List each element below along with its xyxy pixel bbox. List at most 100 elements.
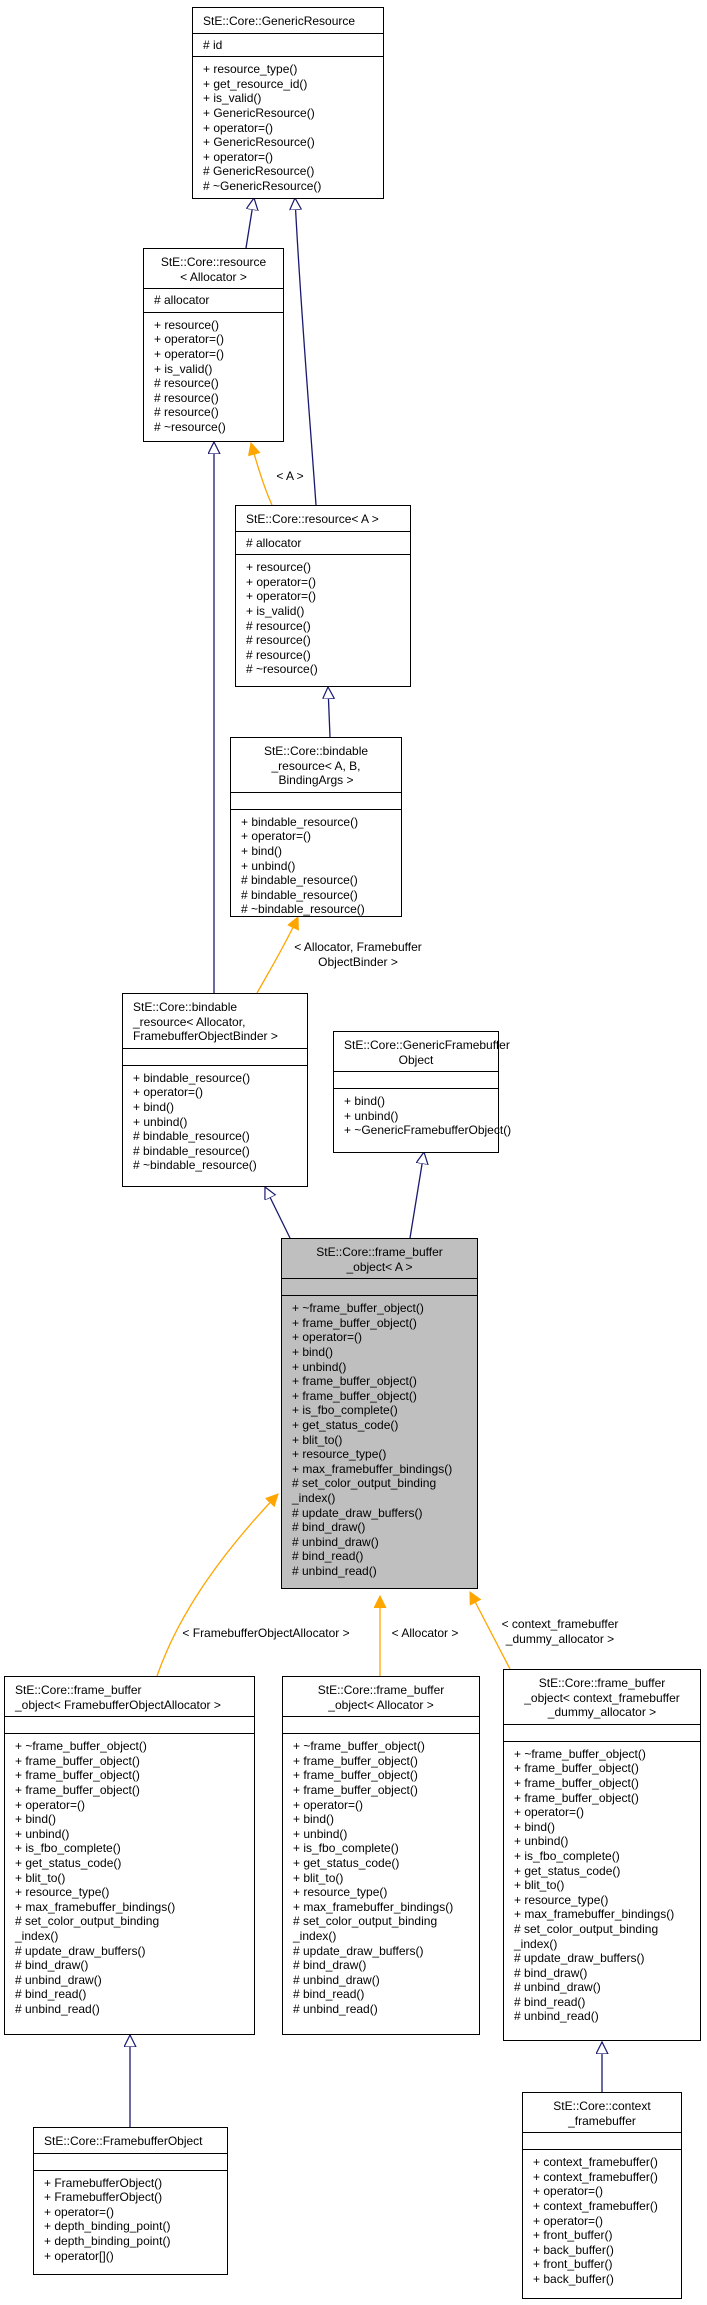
- class-operation[interactable]: # unbind_draw(): [15, 1972, 102, 1987]
- class-operation[interactable]: + operator=(): [133, 1085, 204, 1100]
- class-operation[interactable]: + resource(): [246, 560, 312, 575]
- class-operation[interactable]: + blit_to(): [15, 1870, 66, 1885]
- class-operation[interactable]: + resource_type(): [292, 1447, 387, 1462]
- class-operation[interactable]: # set_color_output_binding _index(): [293, 1914, 438, 1943]
- class-operation[interactable]: + ~frame_buffer_object(): [292, 1301, 424, 1316]
- class-operation[interactable]: + operator=(): [293, 1797, 364, 1812]
- class-operation[interactable]: + bind(): [292, 1344, 334, 1359]
- class-operation[interactable]: + unbind(): [15, 1826, 70, 1841]
- class-operation[interactable]: + resource_type(): [514, 1892, 609, 1907]
- class-operation[interactable]: + unbind(): [293, 1826, 348, 1841]
- class-operation[interactable]: + bind(): [293, 1812, 335, 1827]
- class-operation[interactable]: + operator=(): [154, 332, 225, 347]
- class-operation[interactable]: + FramebufferObject(): [44, 2190, 163, 2205]
- class-operation[interactable]: # bindable_resource(): [241, 887, 358, 902]
- class-operation[interactable]: + operator=(): [514, 1805, 585, 1820]
- class-operation[interactable]: # resource(): [154, 376, 219, 391]
- class-attribute[interactable]: # allocator: [154, 293, 210, 308]
- class-generic-framebuffer-object[interactable]: StE::Core::GenericFramebuffer Object + b…: [333, 1031, 511, 1153]
- class-bindable-resource-allocator[interactable]: StE::Core::bindable _resource< Allocator…: [122, 993, 308, 1187]
- class-operation[interactable]: # set_color_output_binding _index(): [15, 1914, 160, 1943]
- class-operation[interactable]: # unbind_read(): [292, 1563, 377, 1578]
- class-operation[interactable]: # bind_draw(): [15, 1958, 89, 1973]
- class-operation[interactable]: # update_draw_buffers(): [514, 1951, 645, 1966]
- class-operation[interactable]: + frame_buffer_object(): [514, 1790, 639, 1805]
- class-operation[interactable]: + resource_type(): [293, 1885, 388, 1900]
- class-operation[interactable]: # resource(): [246, 633, 311, 648]
- class-operation[interactable]: # bind_read(): [292, 1549, 364, 1564]
- class-operation[interactable]: + operator=(): [241, 829, 312, 844]
- class-operation[interactable]: + unbind(): [133, 1114, 188, 1129]
- class-operation[interactable]: + frame_buffer_object(): [293, 1753, 418, 1768]
- class-operation[interactable]: + resource_type(): [15, 1885, 110, 1900]
- class-operation[interactable]: + frame_buffer_object(): [15, 1782, 140, 1797]
- class-operation[interactable]: + resource_type(): [203, 62, 298, 77]
- class-operation[interactable]: + is_fbo_complete(): [293, 1841, 399, 1856]
- class-operation[interactable]: + blit_to(): [514, 1878, 565, 1893]
- class-operation[interactable]: + blit_to(): [292, 1432, 343, 1447]
- class-operation[interactable]: + context_framebuffer(): [533, 2155, 658, 2170]
- class-operation[interactable]: # ~GenericResource(): [203, 178, 322, 193]
- class-operation[interactable]: + bind(): [133, 1099, 175, 1114]
- class-operation[interactable]: + is_fbo_complete(): [15, 1841, 121, 1856]
- class-operation[interactable]: + FramebufferObject(): [44, 2175, 163, 2190]
- class-operation[interactable]: + frame_buffer_object(): [293, 1768, 418, 1783]
- class-operation[interactable]: + frame_buffer_object(): [293, 1782, 418, 1797]
- class-operation[interactable]: + operator[](): [44, 2248, 114, 2263]
- class-operation[interactable]: # bindable_resource(): [133, 1129, 250, 1144]
- class-operation[interactable]: # bind_read(): [293, 1987, 365, 2002]
- class-operation[interactable]: # unbind_draw(): [292, 1534, 379, 1549]
- class-operation[interactable]: + bind(): [241, 843, 283, 858]
- class-frame-buffer-object-allocator[interactable]: StE::Core::frame_buffer _object< Allocat…: [282, 1676, 480, 2035]
- class-operation[interactable]: # update_draw_buffers(): [15, 1943, 146, 1958]
- class-operation[interactable]: # set_color_output_binding _index(): [292, 1476, 437, 1505]
- class-operation[interactable]: + context_framebuffer(): [533, 2198, 658, 2213]
- class-operation[interactable]: + resource(): [154, 317, 220, 332]
- class-resource-a[interactable]: StE::Core::resource< A > # allocator + r…: [235, 505, 411, 687]
- class-operation[interactable]: + back_buffer(): [533, 2271, 614, 2286]
- class-operation[interactable]: + frame_buffer_object(): [15, 1753, 140, 1768]
- class-operation[interactable]: + get_status_code(): [15, 1855, 122, 1870]
- class-operation[interactable]: # resource(): [154, 405, 219, 420]
- class-operation[interactable]: + context_framebuffer(): [533, 2169, 658, 2184]
- class-operation[interactable]: # resource(): [246, 647, 311, 662]
- class-operation[interactable]: + bindable_resource(): [133, 1070, 251, 1085]
- class-operation[interactable]: + operator=(): [292, 1330, 363, 1345]
- class-operation[interactable]: # resource(): [154, 390, 219, 405]
- class-operation[interactable]: + unbind(): [241, 858, 296, 873]
- class-operation[interactable]: # update_draw_buffers(): [292, 1505, 423, 1520]
- class-operation[interactable]: # unbind_draw(): [514, 1980, 601, 1995]
- class-operation[interactable]: + unbind(): [292, 1359, 347, 1374]
- class-operation[interactable]: + is_valid(): [203, 91, 262, 106]
- class-operation[interactable]: + bindable_resource(): [241, 814, 359, 829]
- class-operation[interactable]: + GenericResource(): [203, 105, 315, 120]
- class-operation[interactable]: # update_draw_buffers(): [293, 1943, 424, 1958]
- class-operation[interactable]: # ~bindable_resource(): [241, 902, 365, 917]
- class-operation[interactable]: + frame_buffer_object(): [514, 1761, 639, 1776]
- class-operation[interactable]: # bind_read(): [514, 1994, 586, 2009]
- class-operation[interactable]: + is_valid(): [154, 361, 213, 376]
- class-operation[interactable]: + bind(): [344, 1094, 386, 1109]
- class-operation[interactable]: + GenericResource(): [203, 135, 315, 150]
- class-operation[interactable]: + ~frame_buffer_object(): [514, 1746, 646, 1761]
- class-operation[interactable]: # ~bindable_resource(): [133, 1158, 257, 1173]
- class-frame-buffer-object-a[interactable]: StE::Core::frame_buffer _object< A > + ~…: [281, 1238, 478, 1589]
- class-operation[interactable]: + is_valid(): [246, 603, 305, 618]
- class-operation[interactable]: # unbind_read(): [293, 2001, 378, 2016]
- class-operation[interactable]: + bind(): [15, 1812, 57, 1827]
- class-operation[interactable]: + operator=(): [203, 149, 274, 164]
- class-operation[interactable]: + is_fbo_complete(): [514, 1848, 620, 1863]
- class-operation[interactable]: + operator=(): [44, 2204, 115, 2219]
- class-operation[interactable]: # GenericResource(): [203, 164, 315, 179]
- class-operation[interactable]: # unbind_draw(): [293, 1972, 380, 1987]
- class-operation[interactable]: + frame_buffer_object(): [292, 1374, 417, 1389]
- class-operation[interactable]: + ~frame_buffer_object(): [293, 1739, 425, 1754]
- class-operation[interactable]: # bind_read(): [15, 1987, 87, 2002]
- class-operation[interactable]: + operator=(): [203, 120, 274, 135]
- class-operation[interactable]: + depth_binding_point(): [44, 2233, 171, 2248]
- class-operation[interactable]: + bind(): [514, 1819, 556, 1834]
- class-operation[interactable]: + frame_buffer_object(): [15, 1768, 140, 1783]
- class-resource-allocator[interactable]: StE::Core::resource < Allocator > # allo…: [143, 248, 284, 442]
- class-operation[interactable]: # set_color_output_binding _index(): [514, 1921, 659, 1951]
- class-operation[interactable]: + ~frame_buffer_object(): [15, 1739, 147, 1754]
